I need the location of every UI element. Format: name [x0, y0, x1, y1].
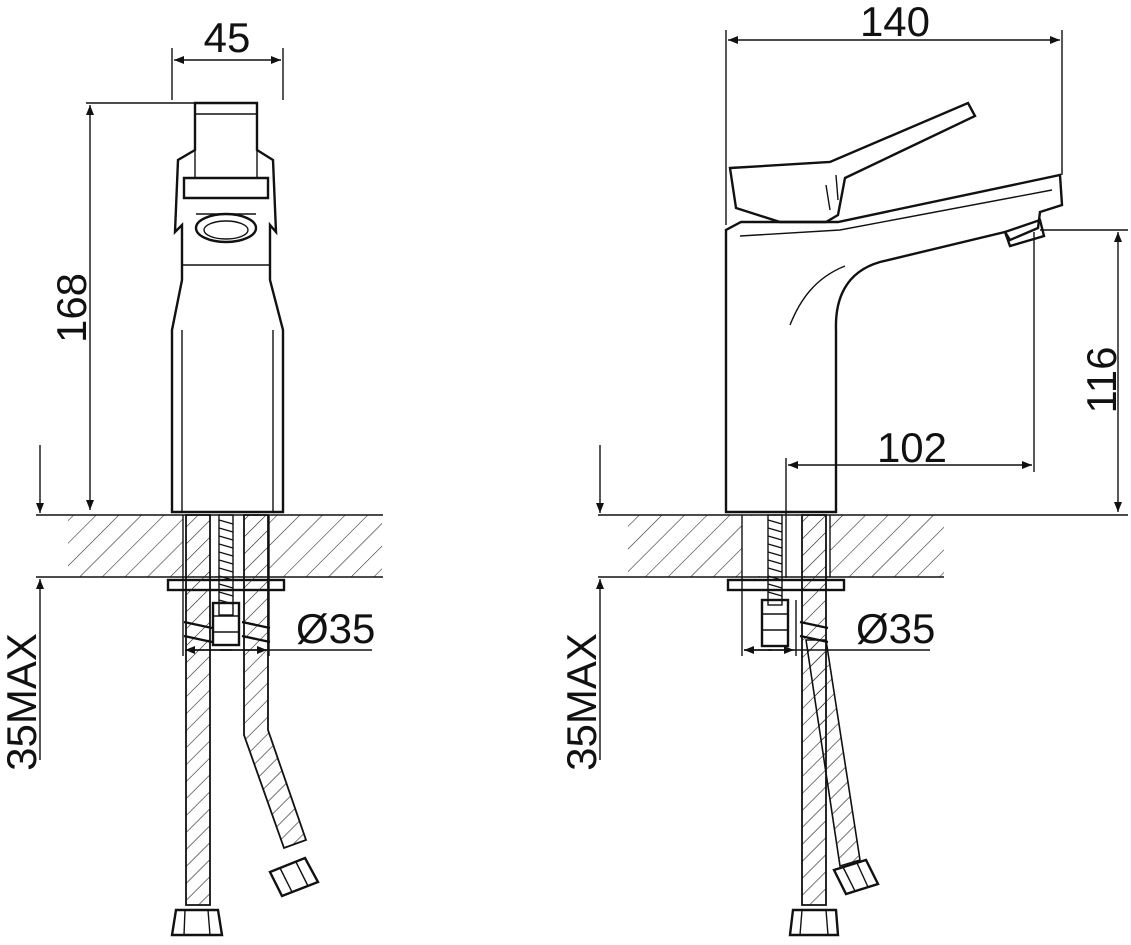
side-spout-height-dimension: 116	[1040, 229, 1128, 512]
side-width-dimension: 140	[725, 0, 1063, 225]
side-spout-reach-dimension: 102	[785, 232, 1035, 578]
side-countertop	[598, 514, 1128, 578]
front-hole-dimension: Ø35	[182, 577, 375, 656]
side-spout-reach-label: 102	[877, 424, 947, 471]
front-mounting-hardware	[166, 514, 320, 937]
front-width-dimension: 45	[171, 14, 284, 100]
front-faucet-body	[170, 101, 285, 514]
front-mount-dimension: 35MAX	[0, 445, 45, 771]
side-mounting-hardware	[726, 514, 880, 937]
side-mount-label: 35MAX	[558, 633, 605, 771]
side-spout-height-label: 116	[1078, 347, 1125, 414]
front-view: 45 168 35MAX Ø35	[0, 14, 383, 937]
front-height-dimension: 168	[48, 102, 195, 510]
front-hole-label: Ø35	[296, 605, 375, 652]
front-height-label: 168	[48, 273, 95, 343]
front-width-label: 45	[204, 14, 251, 61]
side-hole-label: Ø35	[856, 605, 935, 652]
side-width-label: 140	[860, 0, 930, 45]
side-view: 140 116 102 35MAX Ø35	[558, 0, 1128, 937]
side-mount-dimension: 35MAX	[558, 445, 605, 771]
side-hole-dimension: Ø35	[741, 577, 935, 656]
side-faucet-body	[724, 101, 1064, 514]
front-mount-label: 35MAX	[0, 633, 45, 771]
